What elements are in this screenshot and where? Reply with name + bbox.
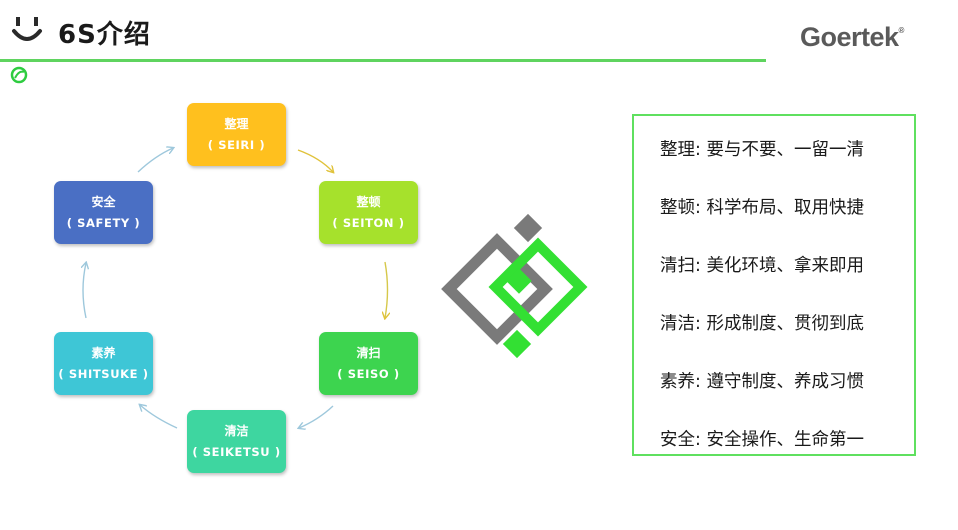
cycle-box-romaji: ( SEIKETSU )	[192, 444, 281, 459]
diamond-logo-icon	[441, 213, 588, 359]
arrow-shitsuke-to-safety	[83, 263, 86, 319]
cycle-box-romaji: ( SAFETY )	[66, 215, 141, 230]
arrow-seiri-to-seiton	[297, 149, 333, 172]
cycle-box-seiketsu: 清洁 ( SEIKETSU )	[187, 410, 286, 473]
cycle-box-romaji: ( SEISO )	[337, 366, 400, 381]
arrow-safety-to-seiri	[137, 148, 173, 173]
description-seiketsu: 清洁: 形成制度、贯彻到底	[660, 314, 864, 334]
cycle-box-name: 整理	[224, 116, 249, 131]
page-title: 6S介绍	[58, 20, 151, 50]
arrow-seiketsu-to-shitsuke	[140, 405, 178, 429]
description-shitsuke: 素养: 遵守制度、养成习惯	[660, 372, 864, 392]
cycle-box-name: 清扫	[356, 345, 381, 360]
arrow-seiton-to-seiso	[385, 261, 388, 318]
cycle-box-name: 清洁	[224, 423, 249, 438]
cycle-box-shitsuke: 素养 ( SHITSUKE )	[54, 332, 153, 395]
description-seiri: 整理: 要与不要、一留一清	[660, 140, 864, 160]
cycle-box-seiton: 整顿 ( SEITON )	[319, 181, 418, 244]
cycle-box-name: 安全	[91, 194, 116, 209]
cycle-box-safety: 安全 ( SAFETY )	[54, 181, 153, 244]
smile-icon	[12, 17, 42, 41]
description-panel: 整理: 要与不要、一留一清 整顿: 科学布局、取用快捷 清扫: 美化环境、拿来即…	[632, 114, 916, 456]
cycle-box-name: 整顿	[356, 194, 381, 209]
description-seiso: 清扫: 美化环境、拿来即用	[660, 256, 864, 276]
arrow-seiso-to-seiketsu	[299, 405, 334, 428]
cycle-box-seiri: 整理 ( SEIRI )	[187, 103, 286, 166]
cycle-box-seiso: 清扫 ( SEISO )	[319, 332, 418, 395]
description-seiton: 整顿: 科学布局、取用快捷	[660, 198, 864, 218]
description-safety: 安全: 安全操作、生命第一	[660, 430, 864, 450]
header-divider	[0, 59, 766, 62]
header: 6S介绍 Goertek®	[0, 0, 958, 66]
cycle-box-name: 素养	[91, 345, 116, 360]
leaf-icon	[10, 66, 28, 84]
cycle-box-romaji: ( SEIRI )	[207, 137, 266, 152]
registered-mark: ®	[898, 26, 905, 35]
cycle-box-romaji: ( SEITON )	[332, 215, 405, 230]
company-logo: Goertek®	[800, 22, 904, 53]
logo-text: Goertek	[800, 22, 899, 52]
cycle-box-romaji: ( SHITSUKE )	[58, 366, 149, 381]
